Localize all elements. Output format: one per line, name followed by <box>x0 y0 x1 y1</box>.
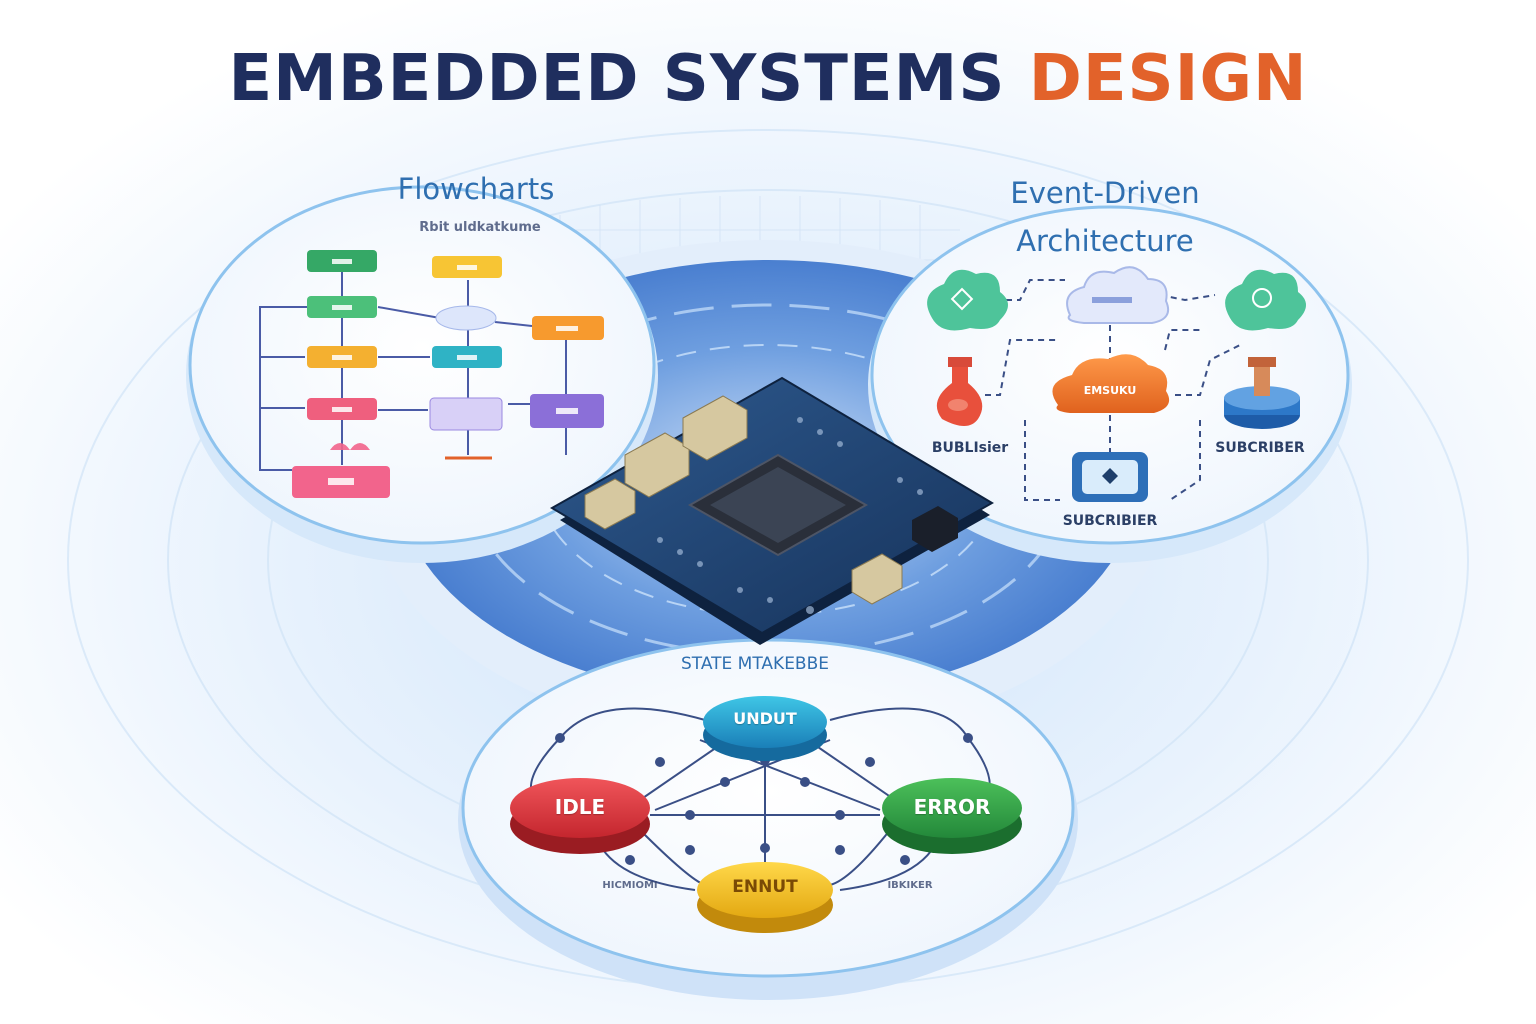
event-driven-title-line2: Architecture <box>1016 224 1194 258</box>
state-annotation-right: IBKIKER <box>887 880 933 891</box>
subscriber-right-label: SUBCRIBER <box>1215 440 1305 456</box>
state-node-top <box>703 696 827 761</box>
page-title: EMBEDDED SYSTEMS DESIGN <box>0 42 1536 116</box>
subscriber-bottom-label: SUBCRIBIER <box>1062 513 1158 529</box>
sensor-icon <box>1224 357 1300 429</box>
state-annotation-left: HICMIOMI <box>602 880 658 891</box>
device-icon <box>1072 452 1148 502</box>
title-part-accent: DESIGN <box>1028 42 1308 116</box>
top-cloud-icon <box>1066 266 1170 324</box>
event-driven-diagram <box>927 266 1306 502</box>
publisher-label: BUBLIsier <box>931 440 1009 456</box>
flowcharts-subtitle: Rbit uldkatkume <box>419 220 541 235</box>
green-cloud-left-icon <box>927 269 1008 331</box>
green-cloud-right-icon <box>1225 269 1306 331</box>
event-driven-title-line1: Event-Driven <box>1010 176 1200 210</box>
state-node-left <box>510 778 650 854</box>
flowchart-diagram <box>259 250 604 498</box>
state-machine-title: STATE MTAKEBBE <box>680 654 829 674</box>
state-left-label: IDLE <box>554 795 606 819</box>
state-top-label: UNDUT <box>733 709 797 728</box>
state-right-label: ERROR <box>913 795 991 819</box>
title-part-dark: EMBEDDED SYSTEMS <box>228 42 1029 116</box>
hub-cloud-icon <box>1052 354 1170 413</box>
state-bottom-label: ENNUT <box>732 877 798 897</box>
state-machine-circle <box>458 638 1078 1000</box>
state-node-bottom <box>697 862 833 933</box>
microcontroller-board-icon <box>550 376 994 645</box>
state-node-right <box>882 778 1022 854</box>
state-machine-diagram <box>510 696 1022 933</box>
flask-icon <box>936 357 983 426</box>
hub-label: EMSUKU <box>1083 384 1137 397</box>
flowcharts-title: Flowcharts <box>397 172 555 206</box>
